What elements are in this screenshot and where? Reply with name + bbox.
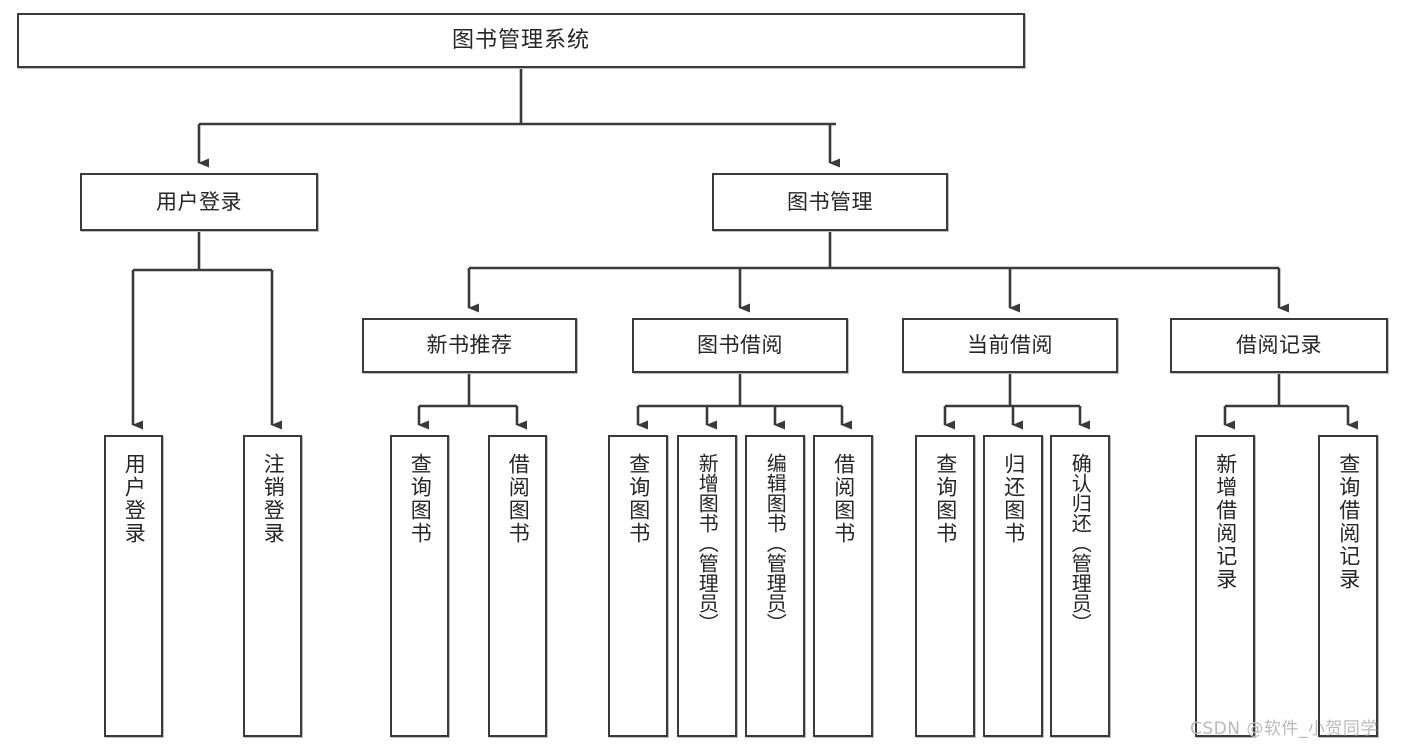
node-label: 图书管理系统	[451, 27, 590, 53]
leaf-borrow-edit-book-admin[interactable]: 编辑图书（管理员）	[745, 435, 805, 737]
node-label: 借阅记录	[1236, 333, 1322, 358]
node-root-system[interactable]: 图书管理系统	[17, 13, 1025, 68]
node-book-borrow[interactable]: 图书借阅	[632, 318, 848, 373]
leaf-user-login[interactable]: 用户登录	[104, 435, 163, 737]
node-new-book-recommend[interactable]: 新书推荐	[362, 318, 577, 373]
node-label: 借阅图书	[506, 453, 531, 545]
leaf-borrow-add-book-admin[interactable]: 新增图书（管理员）	[677, 435, 737, 737]
node-label: 确认归还（管理员）	[1068, 453, 1093, 633]
node-book-management[interactable]: 图书管理	[712, 173, 948, 231]
node-label: 查询图书	[408, 453, 433, 545]
node-label: 注销登录	[261, 453, 286, 545]
leaf-borrow-query-book[interactable]: 查询图书	[608, 435, 668, 737]
node-label: 图书借阅	[697, 333, 783, 358]
node-current-borrow[interactable]: 当前借阅	[902, 318, 1118, 373]
leaf-new-book-query-book[interactable]: 查询图书	[390, 435, 449, 737]
leaf-current-query-book[interactable]: 查询图书	[915, 435, 975, 737]
leaf-current-confirm-return-admin[interactable]: 确认归还（管理员）	[1050, 435, 1110, 737]
leaf-record-add-record[interactable]: 新增借阅记录	[1195, 435, 1255, 737]
leaf-borrow-borrow-book[interactable]: 借阅图书	[813, 435, 873, 737]
node-label: 编辑图书（管理员）	[763, 453, 788, 633]
leaf-new-book-borrow-book[interactable]: 借阅图书	[488, 435, 547, 737]
node-label: 查询图书	[933, 453, 958, 545]
node-borrow-record[interactable]: 借阅记录	[1170, 318, 1388, 373]
node-label: 新书推荐	[426, 333, 513, 358]
node-label: 查询借阅记录	[1336, 453, 1361, 591]
node-label: 用户登录	[156, 189, 242, 214]
leaf-record-query-record[interactable]: 查询借阅记录	[1318, 435, 1378, 737]
node-label: 查询图书	[626, 453, 651, 545]
node-label: 新增借阅记录	[1213, 453, 1238, 591]
node-label: 用户登录	[122, 453, 147, 545]
node-label: 图书管理	[787, 189, 873, 214]
node-label: 新增图书（管理员）	[695, 453, 720, 633]
node-label: 借阅图书	[831, 453, 856, 545]
csdn-watermark: CSDN @软件_小贺同学	[1190, 719, 1378, 739]
node-user-login[interactable]: 用户登录	[80, 173, 318, 231]
leaf-logout[interactable]: 注销登录	[243, 435, 302, 737]
leaf-current-return-book[interactable]: 归还图书	[983, 435, 1043, 737]
node-label: 归还图书	[1001, 453, 1026, 545]
node-label: 当前借阅	[967, 333, 1053, 358]
